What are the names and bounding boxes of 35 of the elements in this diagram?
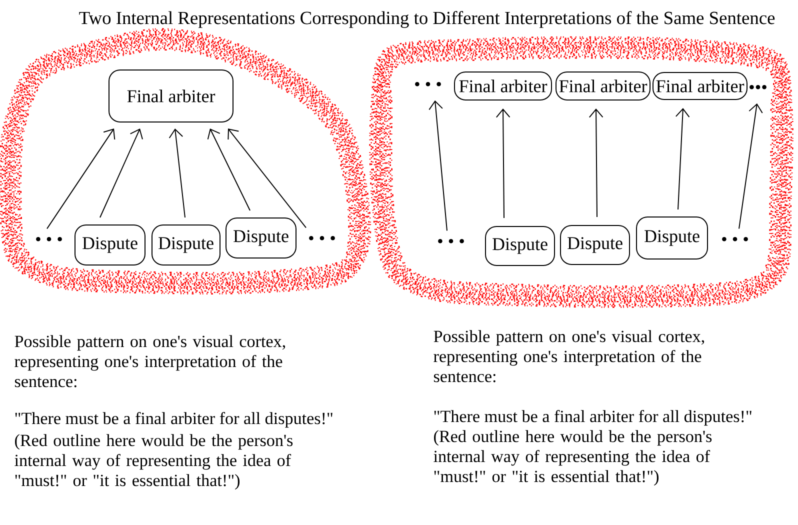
arrow (100, 128, 143, 218)
ellipsis: ••• (750, 84, 766, 90)
arbiter-bubble: Final arbiter (108, 70, 234, 122)
arrow (675, 108, 690, 210)
arbiter-bubble: Final arbiter (556, 72, 650, 100)
dispute-bubble: Dispute (636, 216, 708, 260)
ellipsis: • • • (415, 82, 441, 86)
note-text: (Red outline here would be the person's internal way of representing the idea of "must!" or "it is essential that!") (434, 430, 712, 486)
arrow (207, 128, 250, 211)
quoted-sentence: "There must be a final arbiter for all disputes!" (15, 412, 332, 428)
arrow (168, 128, 186, 218)
outline-band (369, 36, 794, 308)
ellipsis: • • • (36, 236, 62, 242)
caption-text: Possible pattern on one's visual cortex, representing one's interpretation of the sentence: (434, 330, 704, 382)
arbiter-bubble: Final arbiter (652, 72, 748, 100)
ellipsis: • • • (309, 236, 335, 240)
dispute-bubble: Dispute (152, 224, 220, 266)
arrow (496, 108, 510, 218)
arrow (738, 103, 763, 230)
caption-text: Possible pattern on one's visual cortex, representing one's interpretation of the sentence: (14, 335, 286, 388)
arrow (46, 128, 116, 230)
ellipsis: • • • (438, 238, 464, 244)
dispute-bubble: Dispute (485, 226, 555, 266)
dispute-bubble: Dispute (560, 225, 630, 265)
outline-band (0, 28, 372, 294)
dispute-bubble: Dispute (74, 224, 146, 266)
arrow (228, 128, 306, 228)
arrow (588, 108, 604, 218)
ellipsis: • • • (722, 236, 748, 242)
title: Two Internal Representations Corresponding to Different Interpretations of the Same Sentence (79, 11, 775, 28)
arbiter-bubble: Final arbiter (454, 72, 552, 100)
arrow (428, 100, 448, 232)
quoted-sentence: "There must be a final arbiter for all disputes!" (434, 410, 752, 426)
dispute-bubble: Dispute (226, 218, 296, 258)
note-text: (Red outline here would be the person's internal way of representing the idea of "must!" or "it is essential that!") (14, 434, 293, 490)
